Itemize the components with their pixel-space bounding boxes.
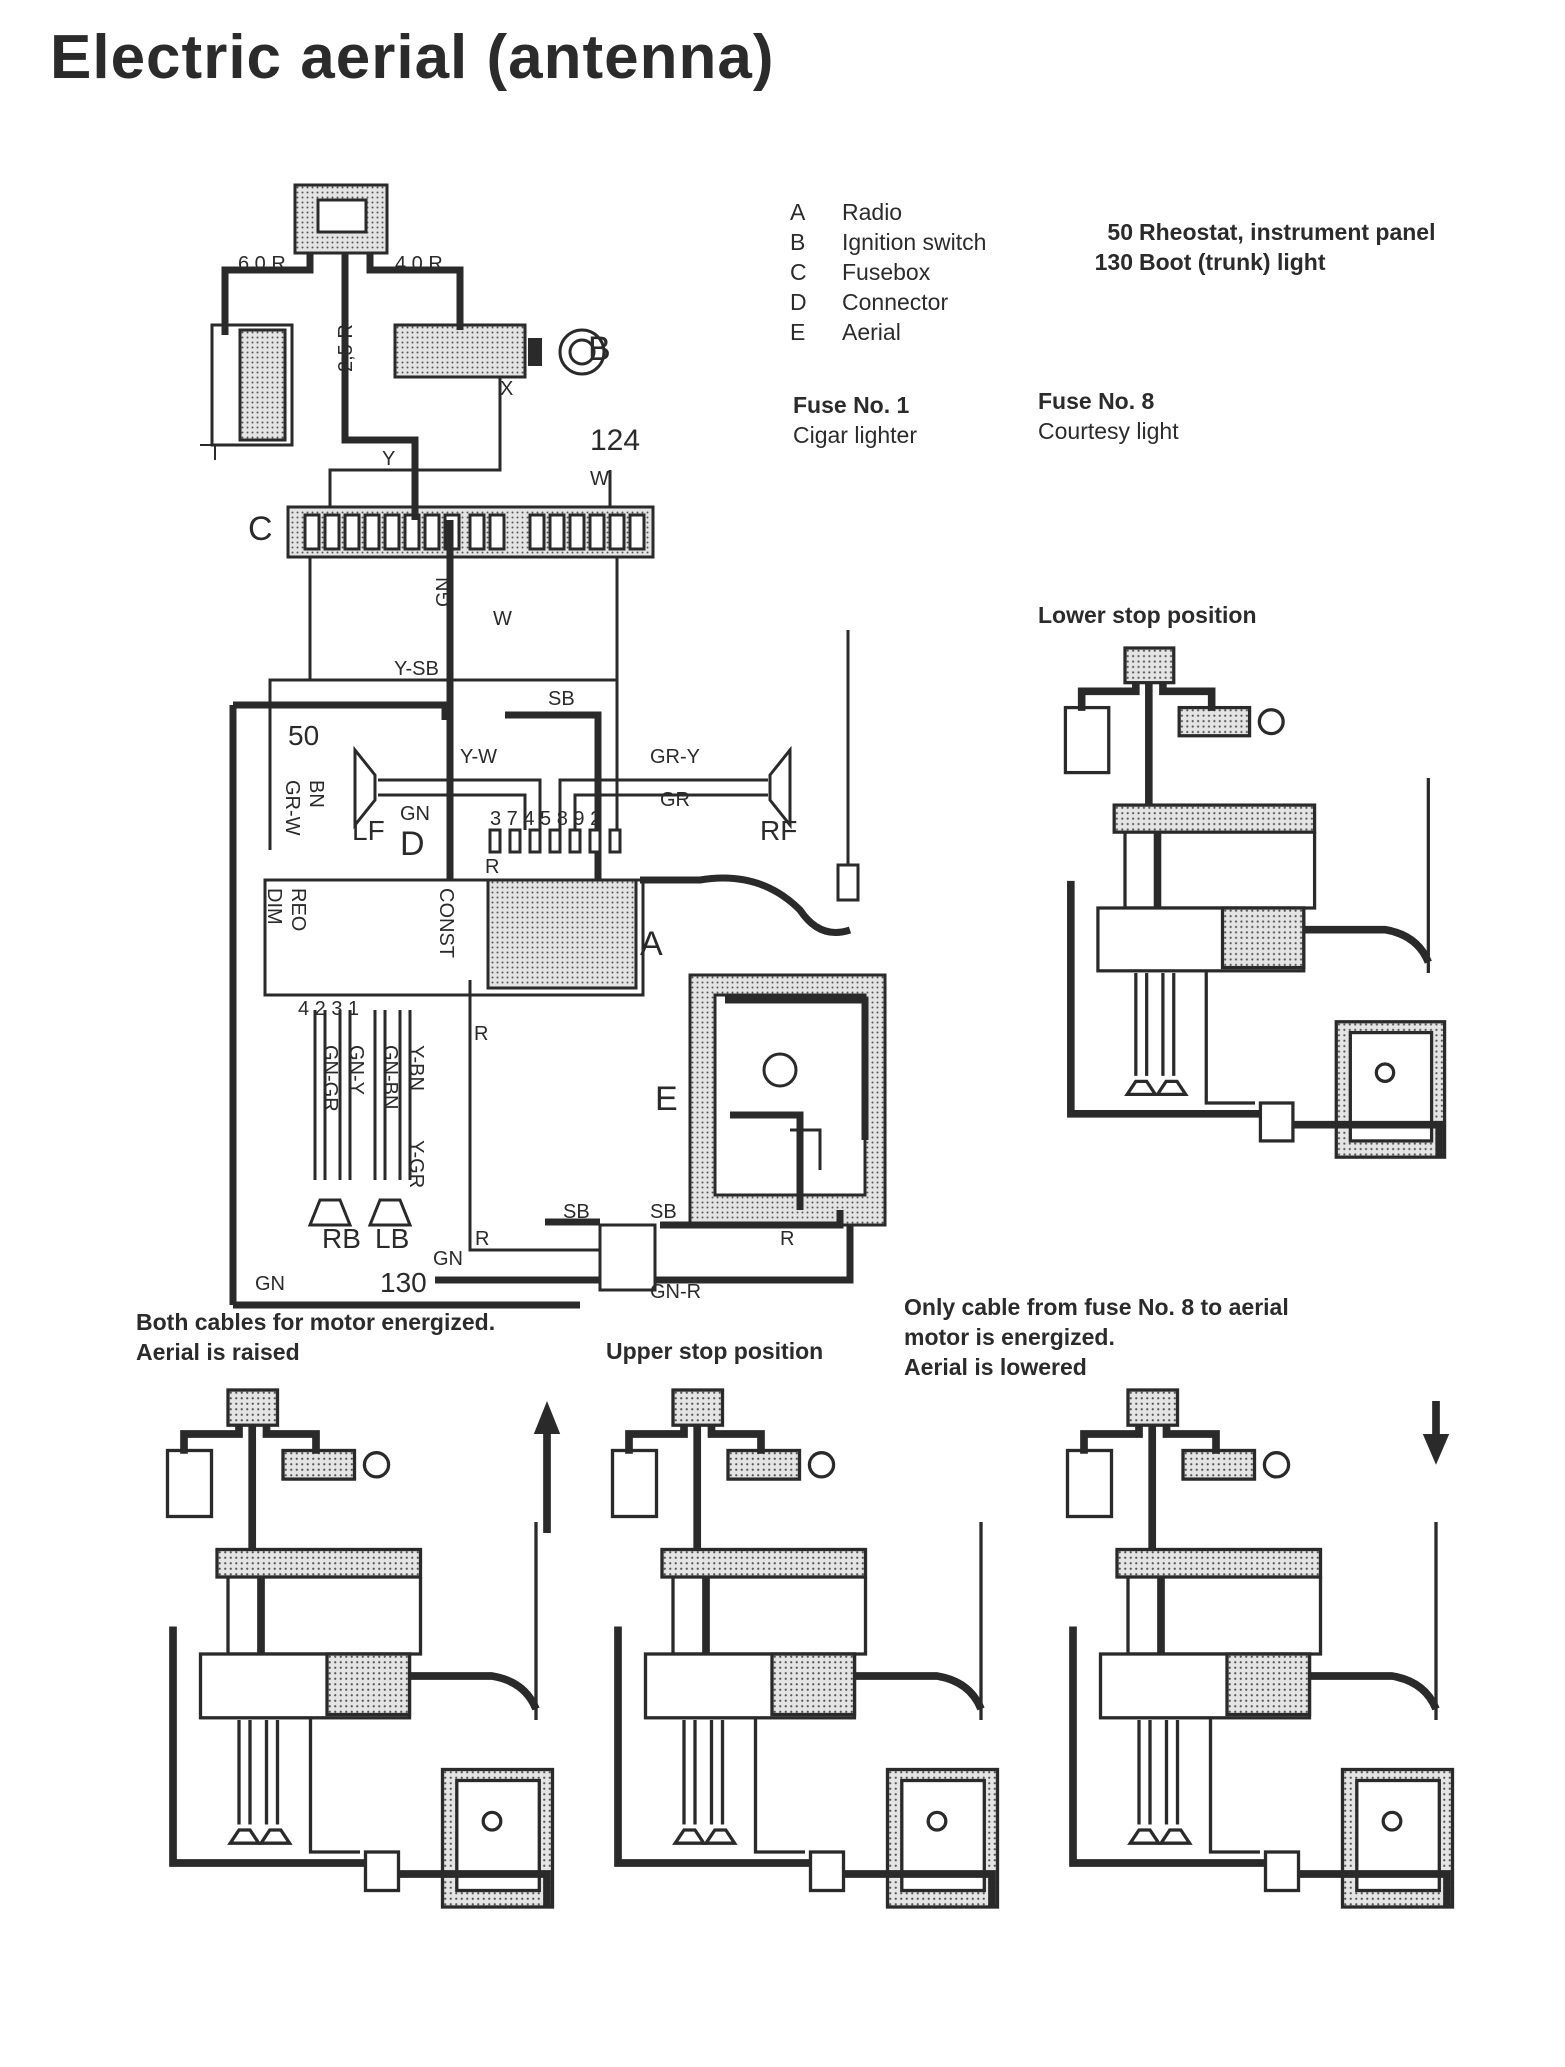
svg-text:2,5 R: 2,5 R	[335, 324, 357, 372]
svg-text:BN: BN	[305, 780, 327, 808]
label-b: B	[588, 330, 611, 368]
label-lb: LB	[375, 1223, 409, 1254]
motor-icon	[762, 1052, 798, 1088]
caption-upper-stop: Upper stop position	[606, 1338, 824, 1364]
speaker-rb-icon	[307, 1198, 353, 1227]
svg-text:GN-R: GN-R	[650, 1281, 701, 1303]
radio-pins	[488, 828, 622, 854]
label-124: 124	[590, 424, 640, 457]
label-lf: LF	[352, 815, 385, 846]
svg-text:R: R	[485, 856, 499, 878]
svg-text:GN: GN	[433, 577, 455, 607]
svg-text:R: R	[780, 1228, 794, 1250]
label-50: 50	[288, 720, 319, 751]
svg-text:GN: GN	[433, 1248, 463, 1270]
lowered-diagram	[1055, 1390, 1465, 2050]
caption-lower-stop: Lower stop position	[1038, 602, 1257, 628]
connector-block	[598, 1223, 657, 1292]
speaker-rf-icon	[768, 745, 792, 830]
speaker-lf-icon	[353, 745, 377, 830]
page-title: Electric aerial (antenna)	[50, 23, 775, 92]
upper-stop-diagram	[600, 1390, 1010, 2050]
svg-text:GN: GN	[255, 1273, 285, 1295]
svg-text:Y-W: Y-W	[460, 746, 497, 768]
svg-text:R: R	[474, 1023, 488, 1045]
speaker-lb-icon	[367, 1198, 413, 1227]
svg-text:SB: SB	[548, 688, 575, 710]
label-130: 130	[380, 1267, 427, 1298]
svg-text:DIM: DIM	[263, 888, 285, 925]
svg-text:R: R	[475, 1228, 489, 1250]
svg-text:W: W	[590, 468, 609, 490]
svg-text:GR-Y: GR-Y	[650, 746, 700, 768]
svg-text:4 2 3 1: 4 2 3 1	[298, 998, 359, 1020]
svg-text:Y-GR: Y-GR	[405, 1140, 427, 1188]
legend-fuse-1: Fuse No. 1 Cigar lighter	[793, 392, 917, 448]
svg-text:Y: Y	[382, 448, 395, 470]
svg-text:3 7 4 5 8 9 2: 3 7 4 5 8 9 2	[490, 808, 601, 830]
caption-raised: Both cables for motor energized. Aerial …	[136, 1309, 496, 1365]
svg-text:REO: REO	[287, 888, 309, 931]
svg-text:W: W	[493, 608, 512, 630]
label-d: D	[400, 825, 425, 863]
svg-text:SB: SB	[563, 1201, 590, 1223]
svg-text:SB: SB	[650, 1201, 677, 1223]
arrow-down-icon	[1422, 1434, 1450, 1465]
svg-text:6,0 R: 6,0 R	[238, 253, 286, 275]
svg-text:GN-BN: GN-BN	[379, 1045, 401, 1109]
svg-text:CONST: CONST	[435, 888, 457, 958]
lower-stop-diagram	[1055, 648, 1455, 1298]
label-a: A	[640, 925, 663, 963]
ignition-switch	[393, 323, 527, 379]
svg-text:GN-Y: GN-Y	[345, 1045, 367, 1095]
svg-text:4,0 R: 4,0 R	[395, 253, 443, 275]
label-rb: RB	[322, 1223, 361, 1254]
fuse-row	[303, 513, 646, 551]
raised-diagram	[155, 1390, 561, 2050]
label-c: C	[248, 510, 273, 548]
svg-text:GR-W: GR-W	[281, 780, 303, 836]
svg-text:GN: GN	[400, 803, 430, 825]
label-rf: RF	[760, 815, 797, 846]
caption-lowered: Only cable from fuse No. 8 to aerial mot…	[904, 1294, 1289, 1380]
svg-text:X: X	[500, 378, 513, 400]
arrow-up-icon	[533, 1401, 561, 1434]
svg-text:GN-GR: GN-GR	[319, 1045, 341, 1112]
label-e: E	[655, 1080, 678, 1118]
legend-fuse-8: Fuse No. 8 Courtesy light	[1038, 388, 1179, 444]
svg-text:Y-SB: Y-SB	[394, 658, 439, 680]
svg-text:Y-BN: Y-BN	[405, 1045, 427, 1091]
svg-text:GR: GR	[660, 789, 690, 811]
